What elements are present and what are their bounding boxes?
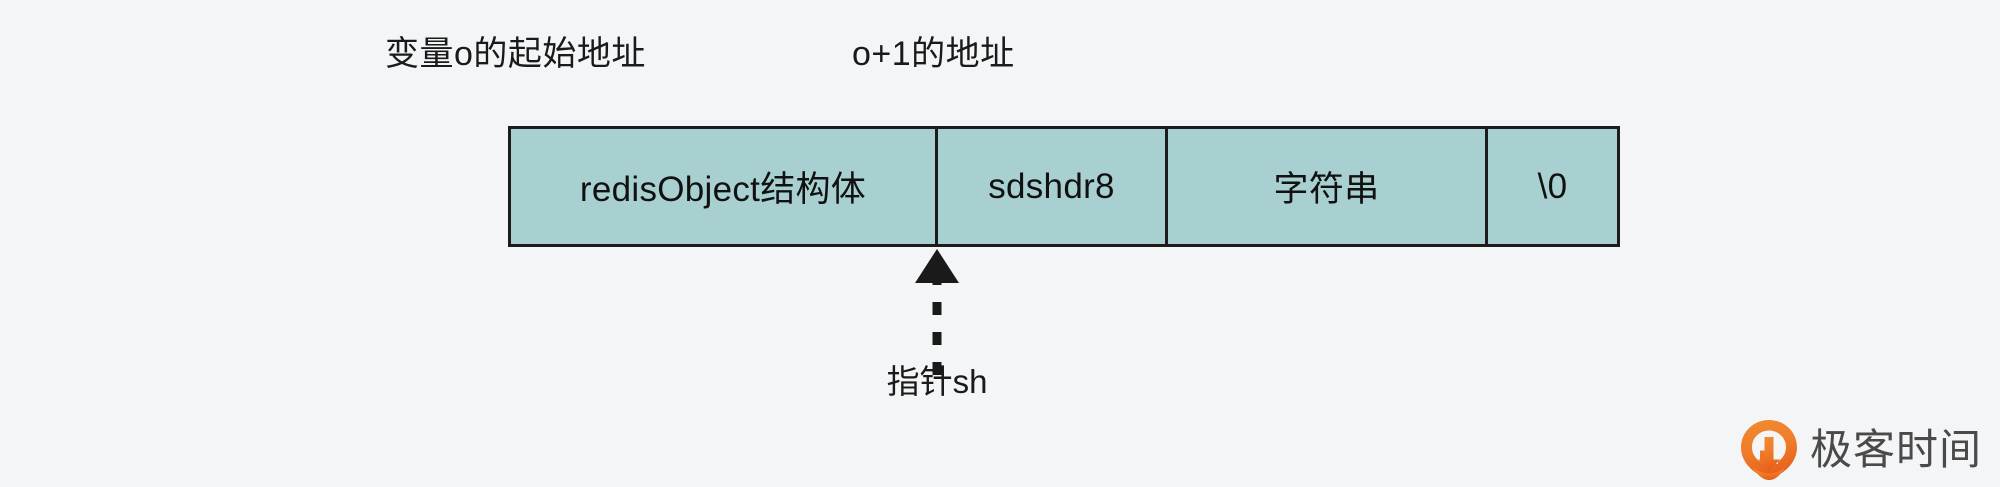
memory-cell-null-terminator: \0 (1485, 129, 1617, 244)
memory-cell-string: 字符串 (1165, 129, 1485, 244)
location-pin-arrow-icon (1741, 420, 1797, 480)
brand-watermark: 极客时间 (1740, 419, 1982, 481)
memory-cell-redisobject: redisObject结构体 (511, 129, 935, 244)
memory-cell-sdshdr8: sdshdr8 (935, 129, 1165, 244)
memory-layout-strip: redisObject结构体 sdshdr8 字符串 \0 (508, 126, 1620, 247)
pointer-annotation-group: 指针sh (862, 247, 1012, 417)
label-variable-start-address: 变量o的起始地址 (385, 35, 646, 73)
brand-name-label: 极客时间 (1810, 426, 1983, 473)
pointer-dashed-arrow-icon (915, 249, 959, 375)
label-pointer-sh: 指针sh (886, 363, 988, 400)
label-next-address: o+1的地址 (852, 35, 1015, 73)
